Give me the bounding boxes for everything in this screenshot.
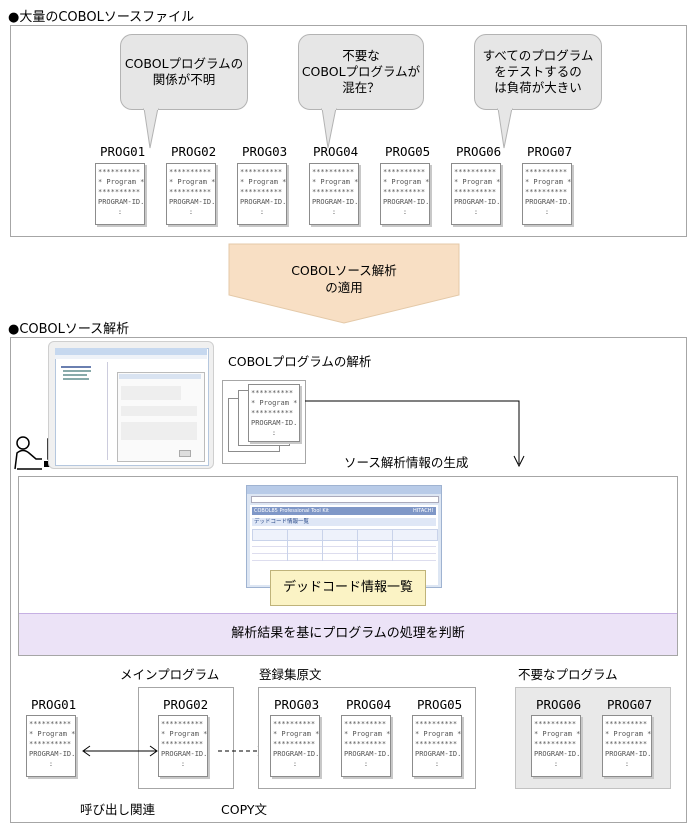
- program-label: PROG02: [171, 144, 217, 159]
- unneeded-program-doc: *********** Program ***********PROGRAM-I…: [602, 715, 652, 777]
- bubble-text: すべてのプログラム をテストするの は負荷が大きい: [482, 48, 594, 95]
- program-label: PROG05: [385, 144, 431, 159]
- tool-window-frame: [48, 341, 214, 469]
- call-relation-label: 呼び出し関連: [80, 802, 156, 817]
- program-label: PROG06: [456, 144, 502, 159]
- call-relation-arrow: [82, 745, 158, 757]
- source-file-doc: *********** Program ***********PROGRAM-I…: [95, 163, 145, 225]
- bubble-unneeded-mixed: 不要な COBOLプログラムが 混在？: [298, 34, 424, 110]
- bubble-tail: [497, 108, 513, 149]
- program-label: PROG07: [527, 144, 573, 159]
- generation-label: ソース解析情報の生成: [344, 455, 469, 470]
- bubble-text: COBOLプログラムの 関係が不明: [124, 56, 244, 87]
- unneeded-label: 不要なプログラム: [518, 667, 618, 682]
- program-label: PROG04: [313, 144, 359, 159]
- generate-arrow: [305, 400, 525, 468]
- source-file-doc: *********** Program ***********PROGRAM-I…: [522, 163, 572, 225]
- bubble-tail: [143, 108, 159, 149]
- dead-code-list-label: デッドコード情報一覧: [270, 570, 426, 606]
- program-label: PROG01: [100, 144, 146, 159]
- section1-title: ●大量のCOBOLソースファイル: [8, 10, 195, 25]
- main-program-doc: *********** Program ***********PROGRAM-I…: [158, 715, 208, 777]
- browser-page-header: デッドコード情報一覧: [254, 519, 310, 525]
- program-label: PROG01: [31, 697, 77, 712]
- browser-brand: HITACHI: [413, 508, 433, 514]
- copybook-doc: *********** Program ***********PROGRAM-I…: [412, 715, 462, 777]
- source-file-doc: *********** Program ***********PROGRAM-I…: [309, 163, 359, 225]
- copybook-doc: *********** Program ***********PROGRAM-I…: [270, 715, 320, 777]
- bubble-unknown-relations: COBOLプログラムの 関係が不明: [120, 34, 248, 110]
- judge-banner: 解析結果を基にプログラムの処理を判断: [19, 613, 677, 655]
- analysis-label: COBOLプログラムの解析: [228, 354, 372, 369]
- copybook-label: 登録集原文: [259, 667, 322, 682]
- copybook-doc: *********** Program ***********PROGRAM-I…: [341, 715, 391, 777]
- program-label: PROG03: [274, 697, 320, 712]
- main-program-label: メインプログラム: [120, 667, 220, 682]
- program-label: PROG03: [242, 144, 288, 159]
- program-label: PROG07: [607, 697, 653, 712]
- bubble-tail: [321, 108, 337, 149]
- unneeded-program-doc: *********** Program ***********PROGRAM-I…: [531, 715, 581, 777]
- apply-arrow-shape: [228, 243, 460, 324]
- caller-program-doc: *********** Program ***********PROGRAM-I…: [26, 715, 76, 777]
- source-file-doc: *********** Program ***********PROGRAM-I…: [166, 163, 216, 225]
- analysis-doc: *********** Program ***********PROGRAM-I…: [248, 384, 300, 442]
- browser-window-title: COBOL85 Professional Tool Kit: [254, 508, 330, 514]
- program-label: PROG06: [536, 697, 582, 712]
- section2-title: ●COBOLソース解析: [8, 322, 130, 337]
- apply-arrow-label: COBOLソース解析 の適用: [291, 263, 397, 295]
- program-label: PROG02: [163, 697, 209, 712]
- bubble-text: 不要な COBOLプログラムが 混在？: [301, 48, 421, 95]
- source-file-doc: *********** Program ***********PROGRAM-I…: [380, 163, 430, 225]
- program-label: PROG04: [346, 697, 392, 712]
- bubble-test-load: すべてのプログラム をテストするの は負荷が大きい: [474, 34, 602, 110]
- source-file-doc: *********** Program ***********PROGRAM-I…: [237, 163, 287, 225]
- copy-statement-label: COPY文: [221, 802, 267, 817]
- program-label: PROG05: [417, 697, 463, 712]
- source-file-doc: *********** Program ***********PROGRAM-I…: [451, 163, 501, 225]
